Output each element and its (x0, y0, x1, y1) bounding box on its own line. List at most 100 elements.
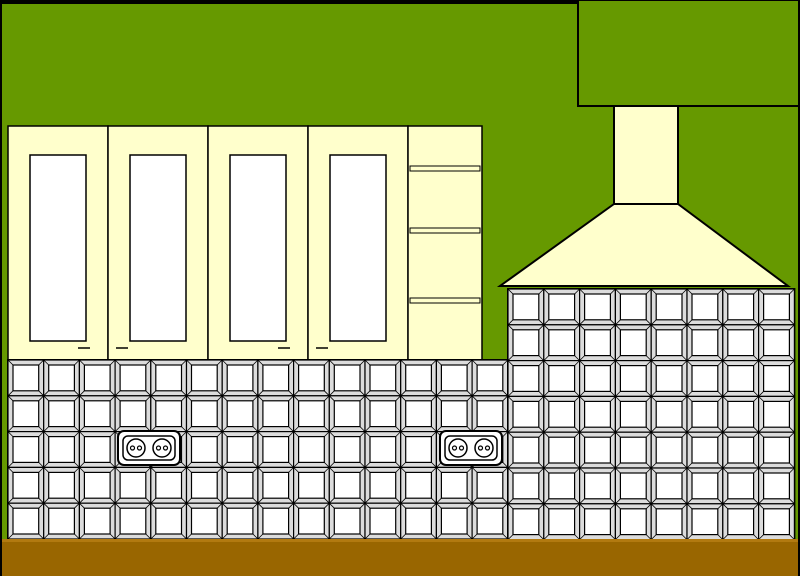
tile-bevel-line (758, 360, 764, 366)
tile-bevel-line (257, 467, 264, 473)
tile-bevel-line (252, 431, 259, 437)
tile-bevel-line (7, 533, 14, 540)
tile-inner (583, 472, 611, 500)
tile-bevel-line (753, 498, 759, 505)
tile-bevel-line (221, 359, 228, 366)
tile-inner (298, 471, 325, 499)
tile-inner (727, 508, 755, 536)
tile-bevel-line (543, 462, 550, 469)
tile-bevel-line (471, 359, 478, 366)
top-edge (0, 0, 800, 4)
tile-inner (119, 364, 147, 392)
tile-inner (548, 508, 576, 536)
tile-bevel-line (615, 288, 621, 295)
tile-bevel-line (686, 534, 693, 540)
tile-bevel-line (114, 502, 121, 509)
tile-bevel-line (43, 467, 49, 473)
tile-bevel-line (436, 426, 442, 432)
tile (150, 395, 188, 433)
tile-bevel-line (257, 426, 264, 432)
tile-bevel-line (257, 502, 264, 509)
tile-inner (12, 364, 40, 392)
tile-bevel-line (507, 462, 514, 469)
tile (293, 359, 330, 397)
tile-bevel-line (186, 390, 192, 397)
tile-bevel-line (686, 467, 693, 474)
tile-bevel-line (181, 431, 187, 437)
tile (722, 395, 760, 433)
tile-bevel-line (181, 359, 187, 366)
tile (614, 288, 652, 326)
tile-bevel-line (466, 395, 473, 402)
tile-bevel-line (650, 498, 657, 505)
tile (614, 395, 652, 433)
tile-bevel-line (38, 533, 44, 540)
left-double-outlet (117, 430, 181, 466)
tile-bevel-line (722, 319, 729, 326)
tile-bevel-line (650, 355, 657, 361)
tile-inner (548, 400, 576, 428)
tile-bevel-line (186, 359, 192, 366)
tile-bevel-line (650, 426, 657, 433)
tile-bevel-line (288, 497, 294, 504)
tile-bevel-line (717, 426, 724, 433)
tile-bevel-line (38, 502, 44, 509)
tile-bevel-line (645, 391, 652, 397)
tile (650, 395, 688, 433)
tile-bevel-line (650, 324, 657, 331)
tile-bevel-line (431, 395, 437, 402)
tile-bevel-line (466, 497, 473, 504)
tile-bevel-line (38, 431, 44, 437)
tile-bevel-line (221, 502, 228, 509)
tile-bevel-line (79, 390, 85, 397)
tile-bevel-line (789, 396, 795, 402)
tile-bevel-line (114, 426, 121, 432)
tile-bevel-line (615, 324, 621, 331)
tile-bevel-line (293, 467, 299, 473)
tile-bevel-line (329, 467, 335, 473)
tile-bevel-line (43, 462, 49, 468)
tile-bevel-line (538, 319, 545, 326)
tile (293, 431, 330, 469)
tile-inner (691, 365, 719, 393)
tile-bevel-line (293, 359, 299, 366)
tile-inner (512, 508, 540, 536)
tile-bevel-line (257, 395, 264, 402)
tile-bevel-line (288, 533, 294, 540)
tile-inner (12, 400, 40, 428)
tile-bevel-line (758, 355, 764, 361)
tile-bevel-line (610, 462, 616, 469)
tile-bevel-line (257, 390, 264, 397)
tile-bevel-line (615, 534, 621, 540)
tile-inner (119, 400, 147, 428)
range-hood (496, 0, 800, 287)
tile-bevel-line (574, 431, 580, 438)
tile-bevel-line (186, 395, 192, 402)
tile-bevel-line (574, 498, 580, 505)
tile-bevel-line (252, 497, 259, 504)
tile-bevel-line (359, 533, 366, 540)
tile-bevel-line (79, 359, 85, 366)
tile-bevel-line (364, 395, 371, 402)
tile-inner (619, 329, 647, 357)
tile-bevel-line (38, 426, 44, 432)
left-tile-section (7, 359, 509, 540)
tile-bevel-line (681, 288, 688, 295)
tile-bevel-line (681, 360, 688, 366)
tile-bevel-line (610, 355, 616, 361)
tile (578, 360, 616, 398)
tile-bevel-line (610, 431, 616, 438)
tile-bevel-line (789, 355, 795, 361)
tile-bevel-line (758, 498, 764, 505)
tile-bevel-line (538, 467, 545, 474)
tile-bevel-line (257, 533, 264, 540)
tile-inner (190, 400, 218, 428)
tile-bevel-line (359, 395, 366, 402)
tile-inner (476, 364, 504, 392)
tile-bevel-line (758, 426, 764, 433)
tile-bevel-line (43, 390, 49, 397)
tile-bevel-line (395, 359, 401, 366)
cabinet-door-2 (107, 125, 209, 361)
tile-bevel-line (610, 391, 616, 397)
tile-bevel-line (650, 288, 657, 295)
